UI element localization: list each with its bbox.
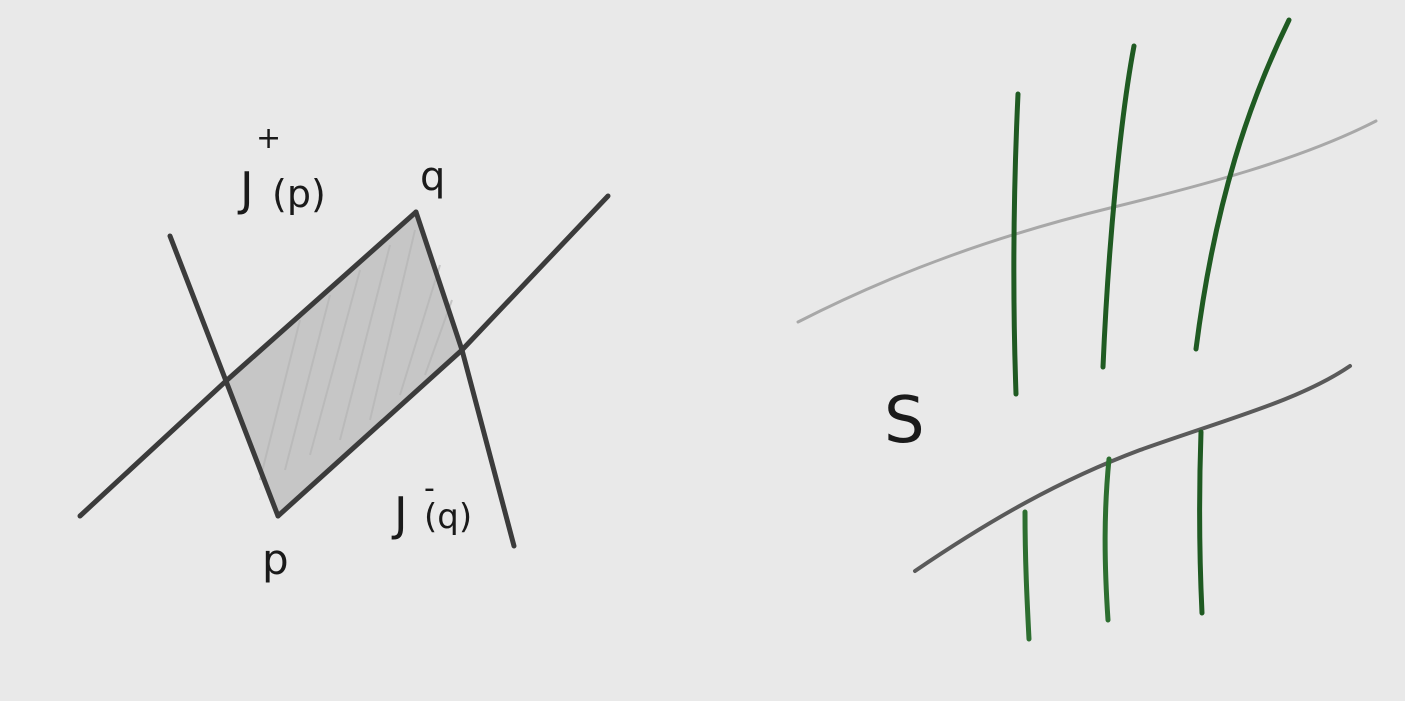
worldline-upper-1 — [1011, 91, 1021, 397]
future-set-arg: (p) — [272, 172, 326, 216]
past-set-arg: (q) — [424, 497, 472, 537]
past-set-sup: - — [424, 471, 435, 506]
point-p-label: p — [262, 535, 289, 584]
surface-s-curve — [913, 364, 1352, 573]
causal-diamond-diagram: J + (p) q J - (q) p — [77, 121, 611, 584]
surface-worldlines-diagram: S — [796, 17, 1378, 642]
past-cone-right-edge — [413, 209, 517, 549]
diamond-region — [226, 212, 462, 516]
worldline-upper-3 — [1193, 17, 1292, 352]
worldline-lower-2 — [1102, 456, 1112, 623]
future-set-sup: + — [256, 121, 281, 156]
past-cone-left-edge — [77, 209, 419, 519]
worldline-upper-2 — [1100, 43, 1137, 370]
future-set-label: J — [237, 162, 254, 216]
upper-surface-curve — [796, 119, 1378, 324]
diamond-hatching — [259, 229, 453, 481]
worldline-lower-1 — [1022, 509, 1032, 642]
worldline-lower-3 — [1197, 429, 1205, 616]
past-set-label: J — [391, 487, 408, 541]
point-q-label: q — [420, 154, 445, 200]
surface-s-label: S — [884, 384, 925, 458]
